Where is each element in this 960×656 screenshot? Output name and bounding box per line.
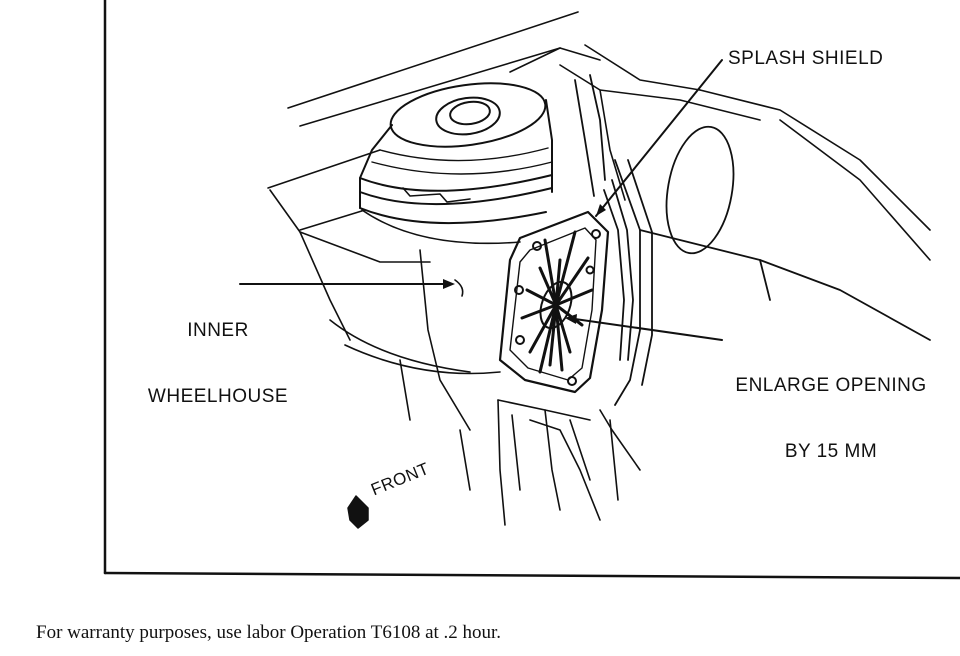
fender-openings xyxy=(574,74,931,406)
wheelhouse-body xyxy=(269,189,641,526)
splash-shield-leader xyxy=(595,59,723,217)
cowl-lines xyxy=(267,11,931,261)
engine-bay-illustration xyxy=(103,0,960,580)
leader-lines xyxy=(239,59,723,341)
front-arrow-icon xyxy=(347,495,369,529)
strut-tower xyxy=(359,82,553,245)
enlarge-opening-line1: ENLARGE OPENING xyxy=(735,375,927,396)
inner-wheelhouse-line2: WHEELHOUSE xyxy=(147,386,289,407)
inner-wheelhouse-label: INNER WHEELHOUSE xyxy=(140,276,296,452)
enlarge-opening-line2: BY 15 MM xyxy=(784,441,878,462)
figure-frame: SPLASH SHIELD INNER WHEELHOUSE ENLARGE O… xyxy=(103,0,960,580)
enlarge-opening-leader xyxy=(567,317,723,341)
warranty-note: For warranty purposes, use labor Operati… xyxy=(36,622,502,643)
frame-bottom-border xyxy=(103,571,960,580)
leader-arrowheads xyxy=(443,204,606,324)
splash-shield-label: SPLASH SHIELD xyxy=(728,48,884,69)
inner-wheelhouse-line1: INNER xyxy=(187,320,249,341)
enlarge-opening-label: ENLARGE OPENING BY 15 MM xyxy=(726,331,936,507)
grommet-slits xyxy=(520,230,594,374)
splash-shield-plate xyxy=(498,210,610,394)
